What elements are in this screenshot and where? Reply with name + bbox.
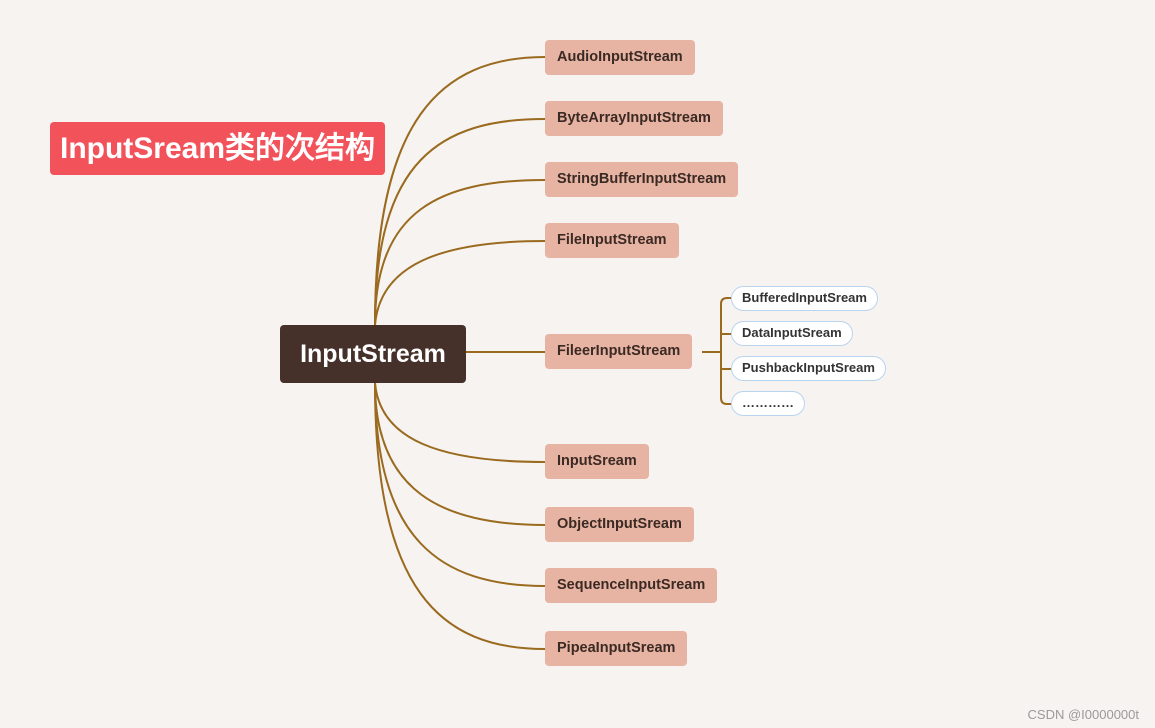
child-node-byte-array-input-stream[interactable]: ByteArrayInputStream bbox=[545, 101, 723, 136]
edge-root-child-1 bbox=[374, 118, 546, 326]
edge-root-child-0 bbox=[374, 56, 546, 326]
edge-root-child-5 bbox=[374, 382, 546, 463]
child-node-object-input-sream[interactable]: ObjectInputSream bbox=[545, 507, 694, 542]
child-node-string-buffer-input-stream[interactable]: StringBufferInputStream bbox=[545, 162, 739, 197]
child-node-audio-input-stream[interactable]: AudioInputStream bbox=[545, 40, 695, 75]
child-node-sequence-input-sream[interactable]: SequenceInputSream bbox=[545, 568, 718, 603]
leaf-node-buffered-input-sream[interactable]: BufferedInputSream bbox=[731, 286, 878, 311]
edge-root-child-3 bbox=[374, 240, 546, 326]
leaf-node-ellipsis[interactable]: ………… bbox=[731, 391, 805, 416]
leaf-node-data-input-sream[interactable]: DataInputSream bbox=[731, 321, 853, 346]
leaf-node-pushback-input-sream[interactable]: PushbackInputSream bbox=[731, 356, 886, 381]
root-node[interactable]: InputStream bbox=[280, 325, 466, 383]
child-node-pipea-input-sream[interactable]: PipeaInputSream bbox=[545, 631, 688, 666]
edge-root-child-8 bbox=[374, 382, 546, 650]
child-node-input-sream[interactable]: InputSream bbox=[545, 444, 649, 479]
edge-root-child-7 bbox=[374, 382, 546, 587]
child-node-fileer-input-stream[interactable]: FileerInputStream bbox=[545, 334, 693, 369]
watermark: CSDN @I0000000t bbox=[1027, 707, 1139, 722]
edge-leaf-bracket bbox=[720, 297, 731, 405]
edge-root-child-6 bbox=[374, 382, 546, 526]
diagram-title: InputSream类的次结构 bbox=[50, 122, 385, 175]
child-node-file-input-stream[interactable]: FileInputStream bbox=[545, 223, 679, 258]
edge-root-child-2 bbox=[374, 179, 546, 326]
